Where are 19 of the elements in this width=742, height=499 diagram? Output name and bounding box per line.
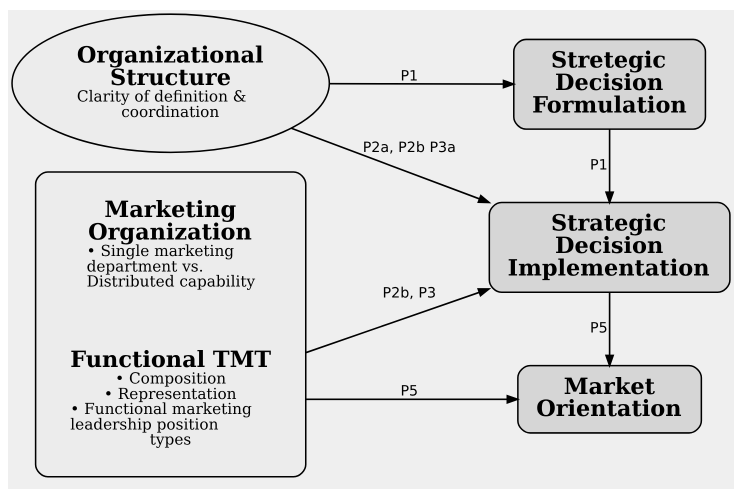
node-text: Marketing Organization • Single marketing department vs. Distributed capability [86,196,256,291]
node-text: Functional TMT • Composition • Representation • Functional marketing leadership position types [70,346,272,449]
arrow [604,292,614,368]
edge-label: P2b, P3 [382,286,436,302]
edge-label: P5 [400,383,418,400]
edge-label: P1 [590,158,608,174]
cluster [34,171,307,478]
arrow [329,79,516,89]
edge-label: P5 [590,320,608,337]
arrow [604,129,614,205]
arrow [305,288,492,354]
node-box: Strategic Decision Implementation [488,202,731,294]
edge-label: P2a, P2b P3a [362,140,456,156]
node-box: Market Orientation [517,364,702,434]
edge-label: P1 [400,68,418,84]
arrow [306,394,520,404]
arrow [291,127,492,204]
node-box: Stretegic Decision Formulation [513,38,706,130]
node-ellipse: Organizational Structure Clarity of definition & coordination [11,13,330,154]
